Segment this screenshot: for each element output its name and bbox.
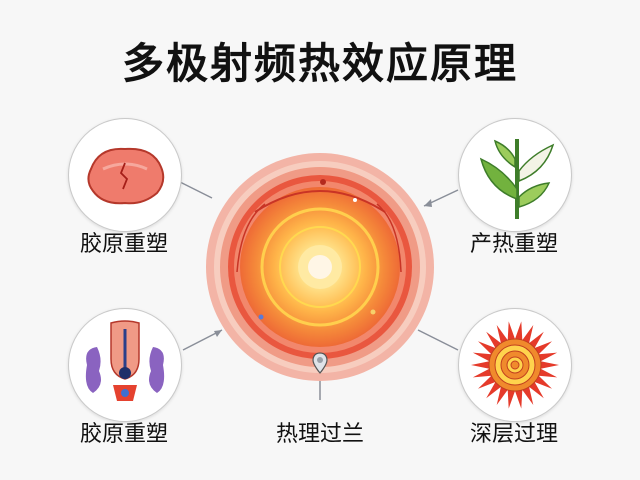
burst-ring: [510, 360, 520, 370]
core-highlight: [308, 255, 332, 279]
vessel-arc-left: [236, 203, 266, 273]
vessel-arc-right: [376, 203, 402, 273]
particle-2: [258, 314, 264, 320]
diagram-title: 多极射频热效应原理: [121, 39, 518, 88]
node-deep-process: [458, 308, 572, 422]
node-heat-remodel: [458, 118, 572, 232]
rf-heating-disc: [205, 152, 435, 382]
label-bottom-left: 胶原重塑: [79, 422, 168, 447]
label-top-right: 产热重塑: [469, 232, 558, 257]
core-ring-1: [260, 207, 380, 327]
label-top-left: 胶原重塑: [79, 232, 168, 257]
plant-leaf-icon: [479, 139, 555, 219]
skin-tissue-icon: [87, 147, 165, 205]
core-ring-2: [279, 226, 361, 308]
particle-3: [370, 309, 376, 315]
probe-pin-icon: [312, 352, 328, 374]
label-bottom-right: 深层过理: [469, 422, 558, 447]
node-skin-collagen: [68, 118, 182, 232]
heat-burst-icon: [471, 321, 559, 409]
follicle-structure-icon: [85, 320, 165, 401]
particle-1: [320, 179, 326, 185]
node-follicle-collagen: [68, 308, 182, 422]
vessel-arc-top: [254, 190, 386, 213]
particle-4: [353, 198, 357, 202]
label-bottom-center: 热理过兰: [275, 422, 364, 447]
